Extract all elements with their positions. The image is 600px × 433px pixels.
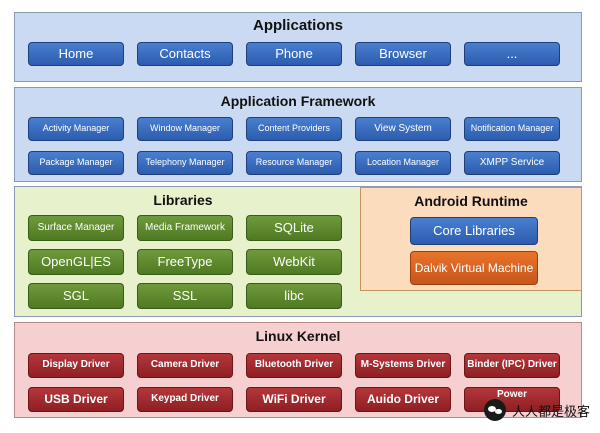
fw-window-manager: Window Manager bbox=[137, 117, 233, 141]
libraries-title: Libraries bbox=[153, 192, 213, 208]
lib-libc: libc bbox=[246, 283, 342, 309]
wechat-icon bbox=[483, 399, 506, 421]
lib-ssl: SSL bbox=[137, 283, 233, 309]
kernel-usb-driver: USB Driver bbox=[28, 387, 124, 412]
framework-title: Application Framework bbox=[220, 93, 376, 109]
kernel-layer: Linux Kernel Display Driver Camera Drive… bbox=[14, 322, 582, 418]
kernel-keypad-driver: Keypad Driver bbox=[137, 387, 233, 412]
lib-sqlite: SQLite bbox=[246, 215, 342, 241]
watermark: 人人都是极客 bbox=[483, 399, 590, 421]
kernel-wifi-driver: WiFi Driver bbox=[246, 387, 342, 412]
runtime-dalvik-vm: Dalvik Virtual Machine bbox=[410, 251, 538, 285]
kernel-title: Linux Kernel bbox=[255, 328, 341, 344]
kernel-binder-driver: Binder (IPC) Driver bbox=[464, 353, 560, 378]
watermark-text: 人人都是极客 bbox=[511, 404, 590, 420]
kernel-bluetooth-driver: Bluetooth Driver bbox=[246, 353, 342, 378]
fw-activity-manager: Activity Manager bbox=[28, 117, 124, 141]
runtime-layer: Android Runtime Core Libraries Dalvik Vi… bbox=[360, 187, 582, 291]
app-more: ... bbox=[464, 42, 560, 66]
kernel-camera-driver: Camera Driver bbox=[137, 353, 233, 378]
kernel-msystems-driver: M-Systems Driver bbox=[355, 353, 451, 378]
app-phone: Phone bbox=[246, 42, 342, 66]
fw-xmpp-service: XMPP Service bbox=[464, 151, 560, 175]
app-contacts: Contacts bbox=[137, 42, 233, 66]
fw-resource-manager: Resource Manager bbox=[246, 151, 342, 175]
runtime-core-libraries: Core Libraries bbox=[410, 217, 538, 245]
lib-webkit: WebKit bbox=[246, 249, 342, 275]
applications-layer: Applications Home Contacts Phone Browser… bbox=[14, 12, 582, 82]
fw-notification-manager: Notification Manager bbox=[464, 117, 560, 141]
fw-content-providers: Content Providers bbox=[246, 117, 342, 141]
kernel-display-driver: Display Driver bbox=[28, 353, 124, 378]
libraries-layer: Libraries Surface Manager Media Framewor… bbox=[14, 186, 582, 317]
lib-media-framework: Media Framework bbox=[137, 215, 233, 241]
kernel-audio-driver: Auido Driver bbox=[355, 387, 451, 412]
fw-telephony-manager: Telephony Manager bbox=[137, 151, 233, 175]
app-browser: Browser bbox=[355, 42, 451, 66]
lib-surface-manager: Surface Manager bbox=[28, 215, 124, 241]
fw-view-system: View System bbox=[355, 117, 451, 141]
kernel-power-driver: Power bbox=[464, 387, 560, 412]
lib-freetype: FreeType bbox=[137, 249, 233, 275]
app-home: Home bbox=[28, 42, 124, 66]
lib-opengl-es: OpenGL|ES bbox=[28, 249, 124, 275]
fw-location-manager: Location Manager bbox=[355, 151, 451, 175]
applications-title: Applications bbox=[252, 17, 343, 34]
fw-package-manager: Package Manager bbox=[28, 151, 124, 175]
lib-sgl: SGL bbox=[28, 283, 124, 309]
framework-layer: Application Framework Activity Manager W… bbox=[14, 87, 582, 182]
runtime-title: Android Runtime bbox=[414, 193, 528, 209]
